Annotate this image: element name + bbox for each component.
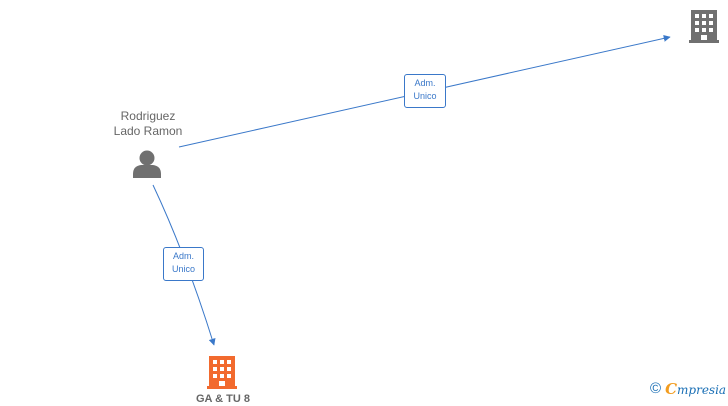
person-name[interactable]: Rodriguez Lado Ramon <box>113 109 183 138</box>
brand-logo: Cmpresia <box>665 379 727 398</box>
empresia-watermark: © Cmpresia <box>650 380 726 398</box>
building-icon[interactable] <box>689 10 719 43</box>
edge-label: Adm. Unico <box>163 247 204 281</box>
copyright-icon: © <box>650 380 662 397</box>
person-icon[interactable] <box>133 150 161 179</box>
building-icon[interactable] <box>207 356 237 389</box>
edge-label: Adm. Unico <box>404 74 446 108</box>
